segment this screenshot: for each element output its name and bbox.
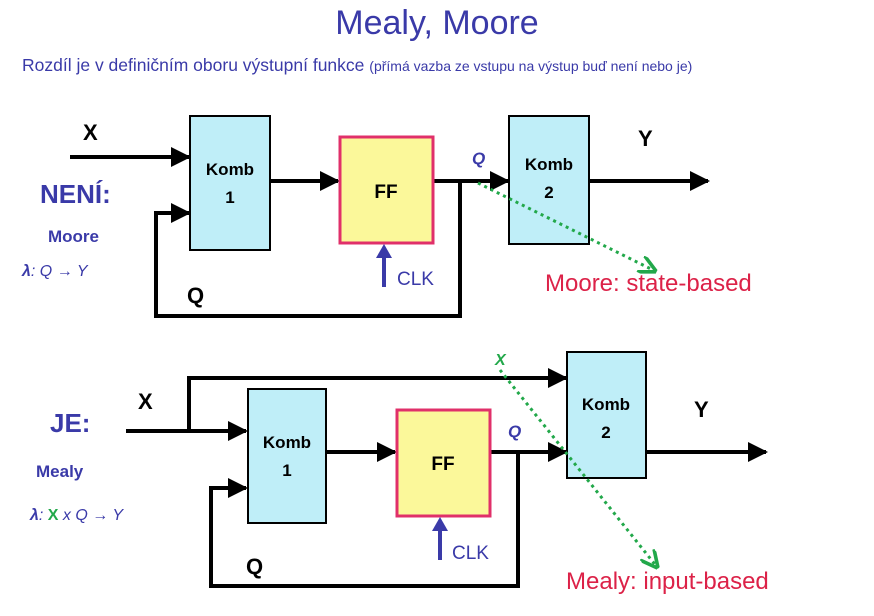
moore-lambda-body: : Q → Y <box>31 263 89 280</box>
mealy-comb1-block <box>247 388 327 524</box>
moore-feedback-wire <box>154 181 462 318</box>
moore-annotation: Moore: state-based <box>545 270 752 297</box>
mealy-comb2-label: Komb <box>582 395 630 414</box>
page-subtitle: Rozdíl je v definičním oboru výstupní fu… <box>22 52 852 79</box>
moore-clk-label: CLK <box>397 269 434 290</box>
moore-comb2-label: Komb <box>525 155 573 174</box>
mealy-feedback-label: Q <box>246 554 263 579</box>
mealy-state-label: Q <box>508 422 521 441</box>
moore-output-label: Y <box>638 126 653 151</box>
moore-feedback-label: Q <box>187 283 204 308</box>
moore-comb1-label: Komb <box>206 160 254 179</box>
moore-comb1-number: 1 <box>225 188 234 207</box>
moore-ff-label: FF <box>374 182 397 203</box>
mealy-lambda: λ: X x Q → Y <box>29 507 124 524</box>
mealy-clk-arrow-icon <box>432 517 448 531</box>
moore-heading: NENÍ: <box>40 179 111 209</box>
mealy-feedback-wire <box>209 452 520 588</box>
moore-lambda: λ: Q → Y <box>21 263 89 280</box>
mealy-comb1-number: 1 <box>282 461 291 480</box>
mealy-ff-block <box>395 408 492 518</box>
mealy-comb1-label: Komb <box>263 433 311 452</box>
mealy-input-label: X <box>138 389 153 414</box>
mealy-bypass-wire <box>187 368 568 431</box>
mealy-type-label: Mealy <box>36 462 84 481</box>
moore-lambda-symbol: λ <box>21 263 31 280</box>
moore-section: NENÍ: Moore λ: Q → Y Komb 1 FF Komb 2 CL… <box>21 115 752 318</box>
mealy-section: JE: Mealy λ: X x Q → Y Komb 1 FF Komb 2 … <box>29 351 769 595</box>
moore-comb2-block <box>508 115 590 245</box>
moore-clk-arrow-icon <box>376 244 392 258</box>
mealy-heading: JE: <box>50 408 90 438</box>
moore-dotted-arrow <box>477 181 655 271</box>
moore-comb1-block <box>189 115 271 251</box>
mealy-output-label: Y <box>694 397 709 422</box>
page-title: Mealy, Moore <box>335 4 539 42</box>
mealy-lambda-body: x Q → Y <box>58 507 124 524</box>
mealy-comb2-number: 2 <box>601 423 610 442</box>
mealy-clk-label: CLK <box>452 543 489 564</box>
moore-state-label: Q <box>472 149 485 168</box>
mealy-lambda-symbol: λ <box>29 507 39 524</box>
mealy-annotation: Mealy: input-based <box>566 568 769 595</box>
mealy-bypass-label: X <box>494 352 507 369</box>
moore-comb2-number: 2 <box>544 183 553 202</box>
moore-ff-block <box>338 135 435 245</box>
moore-input-label: X <box>83 120 98 145</box>
moore-type-label: Moore <box>48 227 99 246</box>
mealy-lambda-x: X <box>48 507 59 524</box>
subtitle-note: (přímá vazba ze vstupu na výstup buď nen… <box>369 58 693 74</box>
subtitle-main: Rozdíl je v definičním oboru výstupní fu… <box>22 55 365 75</box>
mealy-comb2-block <box>566 351 647 479</box>
mealy-ff-label: FF <box>431 454 454 475</box>
